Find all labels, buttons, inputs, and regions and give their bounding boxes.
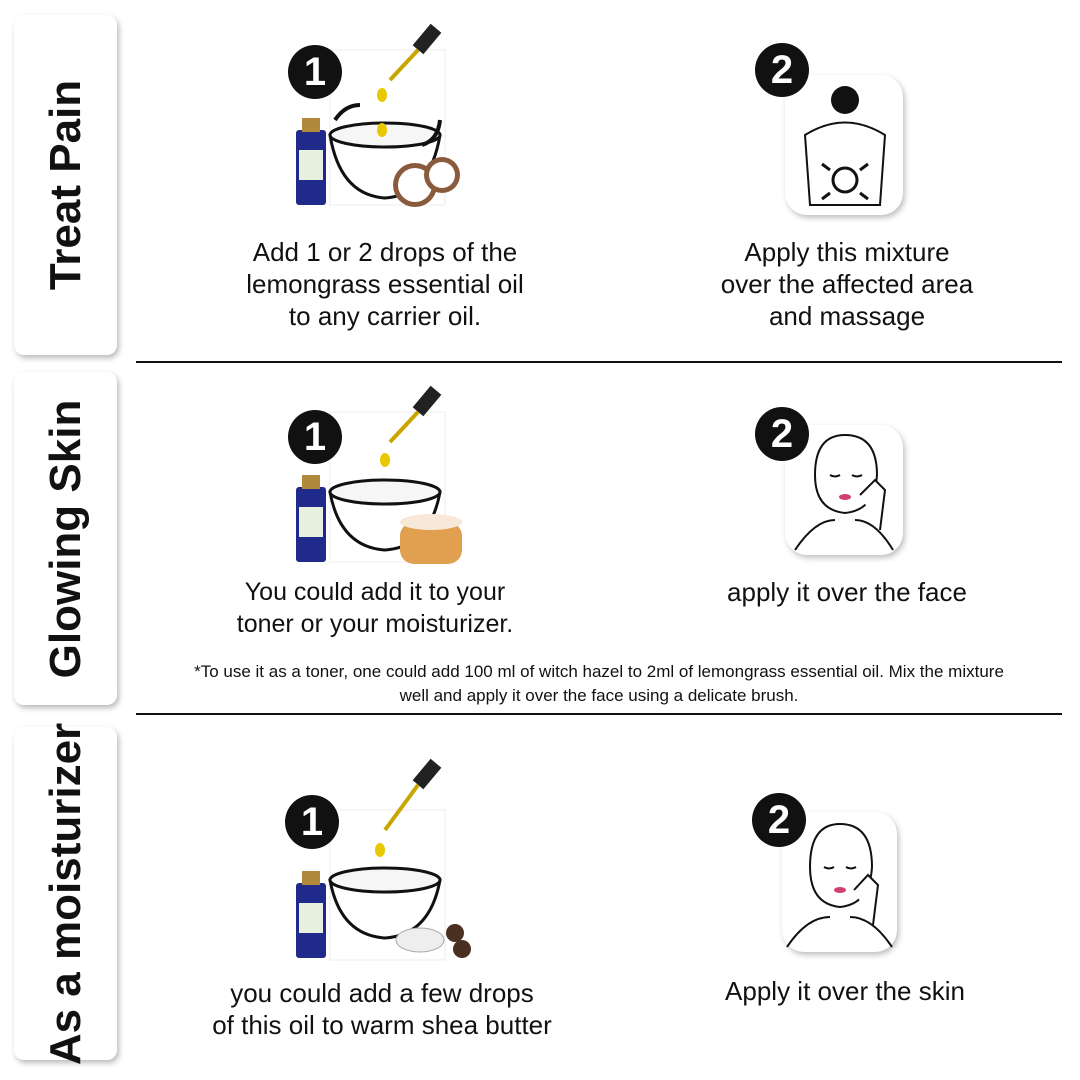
face-application-illustration: [785, 425, 903, 555]
oil-moisturizer-illustration: [296, 385, 462, 564]
caption-line: lemongrass essential oil: [246, 269, 524, 299]
caption-line: of this oil to warm shea butter: [212, 1010, 552, 1040]
section-tab-glowing-skin: Glowing Skin: [14, 372, 117, 705]
toner-footnote: *To use it as a toner, one could add 100…: [136, 660, 1062, 708]
section-title: Treat Pain: [40, 79, 90, 291]
section-tab-moisturizer: As a moisturizer: [14, 722, 117, 1065]
caption-line: apply it over the face: [727, 577, 967, 607]
caption-line: you could add a few drops: [230, 978, 534, 1008]
back-massage-illustration: [785, 75, 903, 215]
step-number-badge: 2: [752, 793, 806, 847]
caption-line: Apply it over the skin: [725, 976, 965, 1006]
step-caption: Add 1 or 2 drops of the lemongrass essen…: [175, 236, 595, 332]
step-number-badge: 1: [285, 795, 339, 849]
step-caption: Apply it over the skin: [635, 975, 1055, 1007]
section-tab-treat-pain: Treat Pain: [14, 15, 117, 355]
caption-line: Apply this mixture: [744, 237, 950, 267]
caption-line: over the affected area: [720, 269, 974, 299]
section-divider: [136, 361, 1062, 363]
section-divider: [136, 713, 1062, 715]
section-title: As a moisturizer: [40, 722, 90, 1065]
oil-shea-butter-illustration: [296, 758, 471, 961]
step-number-badge: 1: [288, 45, 342, 99]
step-caption: you could add a few drops of this oil to…: [172, 977, 592, 1041]
footnote-line: *To use it as a toner, one could add 100…: [194, 662, 1004, 681]
caption-line: Add 1 or 2 drops of the: [252, 237, 518, 267]
caption-line: toner or your moisturizer.: [236, 610, 514, 638]
section-title: Glowing Skin: [40, 399, 90, 678]
step-caption: apply it over the face: [637, 576, 1057, 608]
caption-line: You could add it to your: [244, 578, 506, 606]
caption-line: and massage: [768, 301, 926, 331]
step-caption: You could add it to your toner or your m…: [165, 576, 585, 640]
step-number-badge: 2: [755, 43, 809, 97]
oil-bowl-illustration: [296, 23, 460, 207]
step-number-badge: 2: [755, 407, 809, 461]
step-caption: Apply this mixture over the affected are…: [637, 236, 1057, 332]
step-number-badge: 1: [288, 410, 342, 464]
footnote-line: well and apply it over the face using a …: [399, 686, 799, 705]
caption-line: to any carrier oil.: [288, 301, 482, 331]
